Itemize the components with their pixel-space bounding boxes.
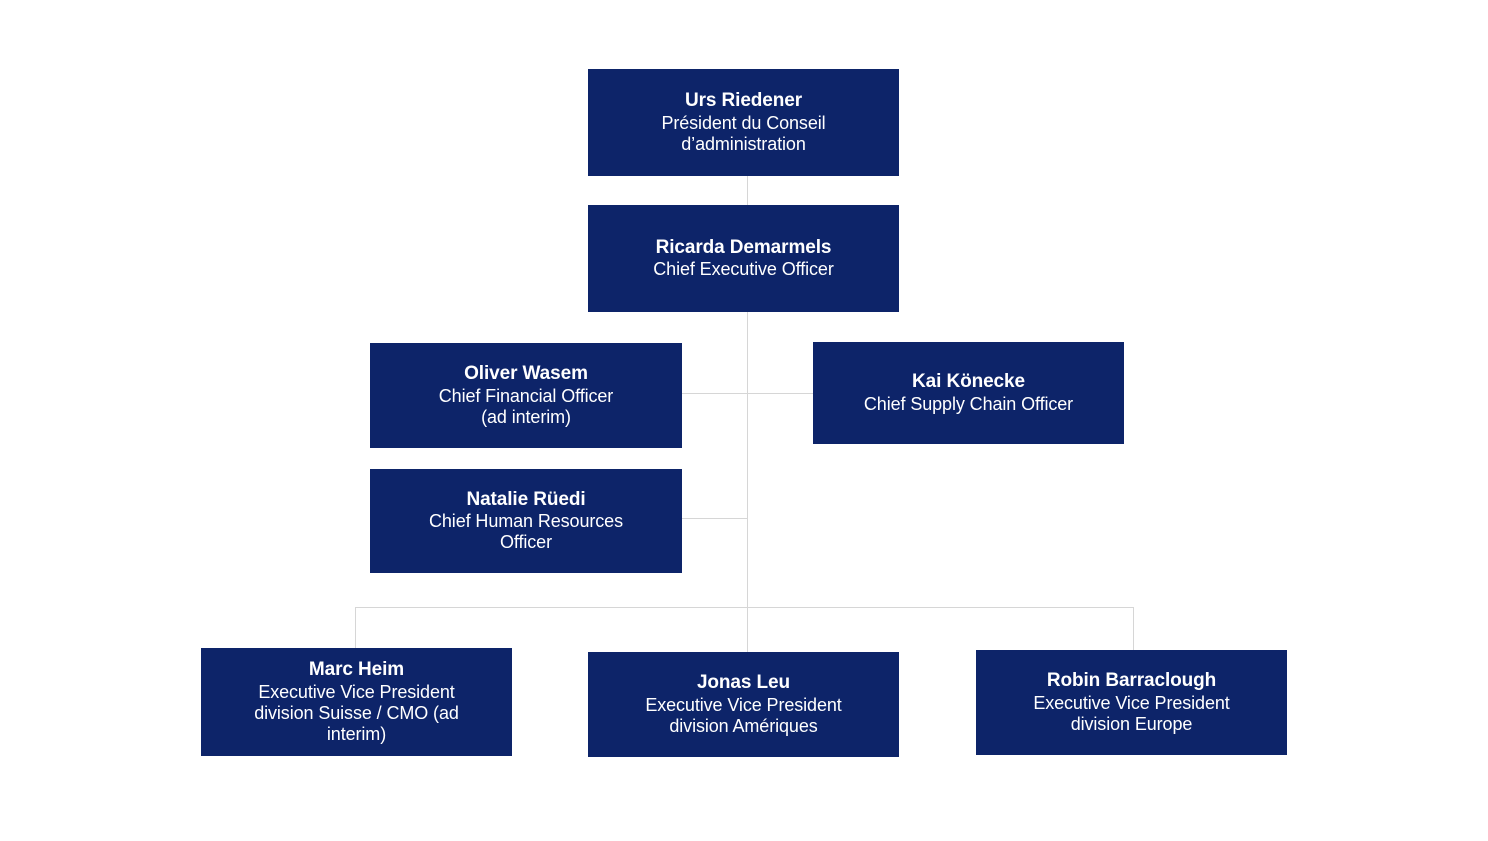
org-node-cfo-name: Oliver Wasem	[464, 363, 588, 385]
connector-csco-branch	[747, 393, 813, 394]
org-node-evp-europe-title-line2: division Europe	[1070, 713, 1193, 734]
org-node-evp-ameriques[interactable]: Jonas Leu Executive Vice President divis…	[588, 652, 899, 757]
org-node-evp-ameriques-title-line1: Executive Vice President	[645, 694, 842, 715]
org-node-evp-ameriques-name: Jonas Leu	[696, 672, 791, 694]
org-node-evp-suisse-name: Marc Heim	[308, 659, 405, 681]
org-node-evp-suisse-title-line2: division Suisse / CMO (ad	[254, 702, 459, 723]
connector-bottom-bus	[355, 607, 1134, 608]
connector-ceo-spine	[747, 312, 748, 652]
connector-chairman-to-ceo	[747, 176, 748, 205]
org-node-chro-name: Natalie Rüedi	[466, 488, 586, 510]
org-node-evp-europe[interactable]: Robin Barraclough Executive Vice Preside…	[976, 650, 1287, 755]
connector-bus-to-evp-europe	[1133, 607, 1134, 650]
connector-chro-branch	[682, 518, 747, 519]
org-node-evp-suisse[interactable]: Marc Heim Executive Vice President divis…	[201, 648, 512, 756]
org-node-chairman-title-line2: d’administration	[681, 133, 806, 154]
org-node-csco[interactable]: Kai Könecke Chief Supply Chain Officer	[813, 342, 1124, 444]
org-node-evp-suisse-title-line3: interim)	[326, 723, 387, 744]
org-node-chairman[interactable]: Urs Riedener Président du Conseil d’admi…	[588, 69, 899, 176]
org-node-evp-ameriques-title-line2: division Amériques	[669, 715, 818, 736]
org-node-chro[interactable]: Natalie Rüedi Chief Human Resources Offi…	[370, 469, 682, 573]
org-node-ceo[interactable]: Ricarda Demarmels Chief Executive Office…	[588, 205, 899, 312]
org-node-chairman-title-line1: Président du Conseil	[661, 112, 826, 133]
org-node-cfo-title-line1: Chief Financial Officer	[438, 385, 614, 406]
org-node-ceo-title-line1: Chief Executive Officer	[653, 259, 834, 280]
org-node-evp-suisse-title-line1: Executive Vice President	[258, 681, 455, 702]
org-node-evp-europe-name: Robin Barraclough	[1046, 670, 1217, 692]
org-node-ceo-name: Ricarda Demarmels	[655, 236, 832, 258]
connector-bus-to-evp-suisse	[355, 607, 356, 648]
org-node-evp-europe-title-line1: Executive Vice President	[1033, 692, 1230, 713]
org-node-chro-title-line1: Chief Human Resources	[429, 511, 623, 532]
org-node-cfo[interactable]: Oliver Wasem Chief Financial Officer (ad…	[370, 343, 682, 448]
org-node-csco-title-line1: Chief Supply Chain Officer	[863, 393, 1074, 414]
org-node-csco-name: Kai Könecke	[912, 371, 1025, 393]
org-node-chairman-name: Urs Riedener	[684, 90, 803, 112]
org-node-cfo-title-line2: (ad interim)	[481, 406, 571, 427]
org-node-chro-title-line2: Officer	[500, 532, 552, 553]
connector-cfo-branch	[682, 393, 747, 394]
